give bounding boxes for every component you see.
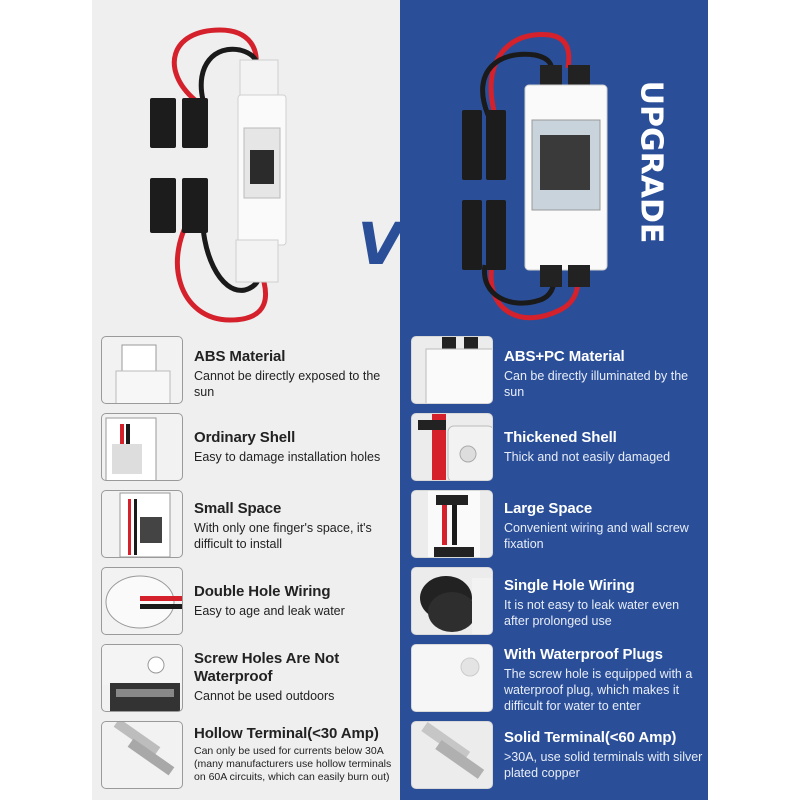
upgraded-disconnect-switch-image [462, 31, 608, 321]
feature-title: Ordinary Shell [194, 429, 296, 446]
single-hole-icon [411, 567, 493, 635]
comparison-row: Ordinary Shell Easy to damage installati… [0, 413, 800, 483]
left-feature: ABS Material Cannot be directly exposed … [194, 348, 394, 400]
feature-desc: The screw hole is equipped with a waterp… [504, 667, 693, 713]
comparison-row: Small Space With only one finger's space… [0, 490, 800, 560]
right-feature: Large Space Convenient wiring and wall s… [504, 500, 704, 552]
left-feature: Hollow Terminal(<30 Amp) Can only be use… [194, 725, 399, 784]
feature-desc: Easy to damage installation holes [194, 450, 381, 464]
feature-desc: With only one finger's space, it's diffi… [194, 521, 372, 551]
feature-desc: Easy to age and leak water [194, 604, 345, 618]
screw-hole-icon [101, 644, 183, 712]
large-space-icon [411, 490, 493, 558]
solid-terminal-icon [411, 721, 493, 789]
small-space-icon [101, 490, 183, 558]
feature-desc: It is not easy to leak water even after … [504, 598, 680, 628]
feature-desc: Can be directly illuminated by the sun [504, 369, 689, 399]
enclosure-icon [411, 336, 493, 404]
cable-gland-icon [101, 336, 183, 404]
right-feature: ABS+PC Material Can be directly illumina… [504, 348, 704, 400]
upgrade-label: UPGRADE [634, 82, 669, 242]
feature-title: Solid Terminal(<60 Amp) [504, 729, 677, 746]
svg-text:UPGRADE: UPGRADE [634, 82, 669, 242]
feature-title: Double Hole Wiring [194, 583, 331, 600]
feature-title: Hollow Terminal(<30 Amp) [194, 725, 379, 742]
left-feature: Screw Holes Are Not Waterproof Cannot be… [194, 650, 394, 704]
svg-text:VS: VS [358, 210, 445, 278]
comparison-row: Screw Holes Are Not Waterproof Cannot be… [0, 644, 800, 714]
hollow-terminal-icon [101, 721, 183, 789]
feature-desc: Cannot be directly exposed to the sun [194, 369, 381, 399]
right-feature: Single Hole Wiring It is not easy to lea… [504, 577, 704, 629]
feature-title: ABS+PC Material [504, 348, 625, 365]
feature-title: Large Space [504, 500, 593, 517]
feature-desc: >30A, use solid terminals with silver pl… [504, 750, 703, 780]
right-feature: Solid Terminal(<60 Amp) >30A, use solid … [504, 729, 704, 781]
feature-title: With Waterproof Plugs [504, 646, 663, 663]
vs-label: VS [358, 210, 445, 278]
right-feature: Thickened Shell Thick and not easily dam… [504, 429, 704, 465]
feature-title: Screw Holes Are Not Waterproof [194, 650, 340, 685]
feature-title: Small Space [194, 500, 282, 517]
feature-desc: Thick and not easily damaged [504, 450, 671, 464]
breaker-box-icon [101, 413, 183, 481]
feature-title: ABS Material [194, 348, 286, 365]
comparison-row: ABS Material Cannot be directly exposed … [0, 336, 800, 406]
comparison-row: Hollow Terminal(<30 Amp) Can only be use… [0, 721, 800, 791]
feature-desc: Can only be used for currents below 30A … [194, 745, 392, 783]
feature-desc: Cannot be used outdoors [194, 689, 335, 703]
old-disconnect-switch-image [150, 27, 287, 323]
feature-title: Single Hole Wiring [504, 577, 635, 594]
comparison-row: Double Hole Wiring Easy to age and leak … [0, 567, 800, 637]
left-feature: Double Hole Wiring Easy to age and leak … [194, 583, 394, 619]
thick-shell-icon [411, 413, 493, 481]
right-feature: With Waterproof Plugs The screw hole is … [504, 646, 704, 714]
feature-desc: Convenient wiring and wall screw fixatio… [504, 521, 689, 551]
left-feature: Small Space With only one finger's space… [194, 500, 394, 552]
waterproof-plug-icon [411, 644, 493, 712]
feature-title: Thickened Shell [504, 429, 617, 446]
left-feature: Ordinary Shell Easy to damage installati… [194, 429, 394, 465]
double-hole-icon [101, 567, 183, 635]
